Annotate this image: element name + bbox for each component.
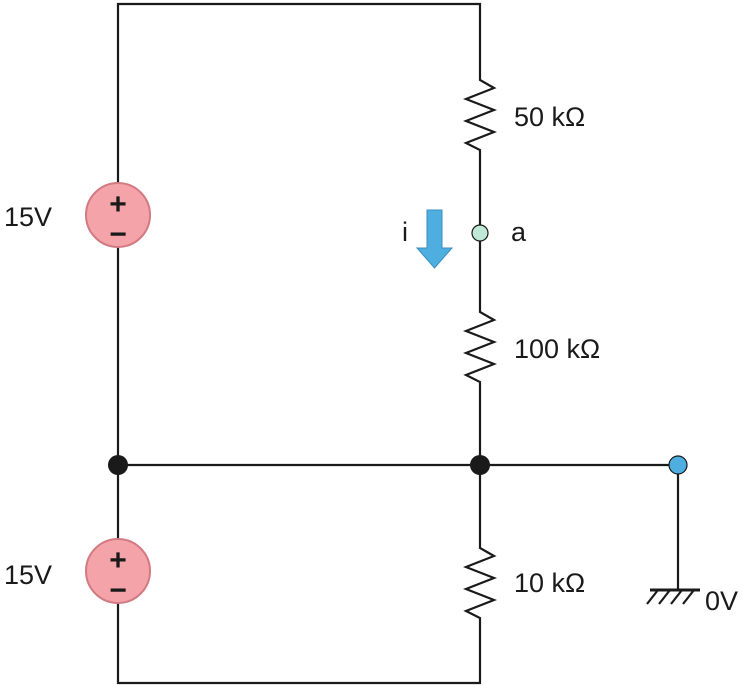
voltage-source-bottom: + −: [85, 538, 151, 607]
source-plus-sign: +: [109, 188, 127, 221]
resistor-50k: [462, 70, 498, 155]
source-circle: [85, 182, 151, 248]
source-circle: [85, 538, 151, 604]
node-a: [471, 224, 489, 242]
resistor-100k: [462, 305, 498, 388]
resistor-10k: [462, 540, 498, 626]
junction-right: [470, 455, 490, 475]
resistor-100k-label: 100 kΩ: [514, 334, 600, 364]
junction-left: [108, 455, 128, 475]
current-arrow-icon: [415, 209, 454, 269]
node-a-label: a: [511, 217, 527, 247]
bottom-wire: [116, 602, 482, 685]
voltage-source-top: + −: [85, 182, 151, 251]
wires: [116, 2, 680, 685]
source-minus-sign: −: [109, 574, 127, 607]
top-wire: [116, 2, 482, 184]
ground-node: [668, 455, 688, 475]
source-bottom-label: 15V: [4, 560, 52, 590]
resistor-50k-label: 50 kΩ: [514, 102, 585, 132]
source-minus-sign: −: [109, 218, 127, 251]
source-top-label: 15V: [4, 202, 52, 232]
current-label: i: [402, 217, 408, 247]
resistor-10k-label: 10 kΩ: [514, 568, 585, 598]
ground-label: 0V: [705, 586, 738, 616]
ground-icon: [646, 588, 700, 605]
source-plus-sign: +: [109, 544, 127, 577]
